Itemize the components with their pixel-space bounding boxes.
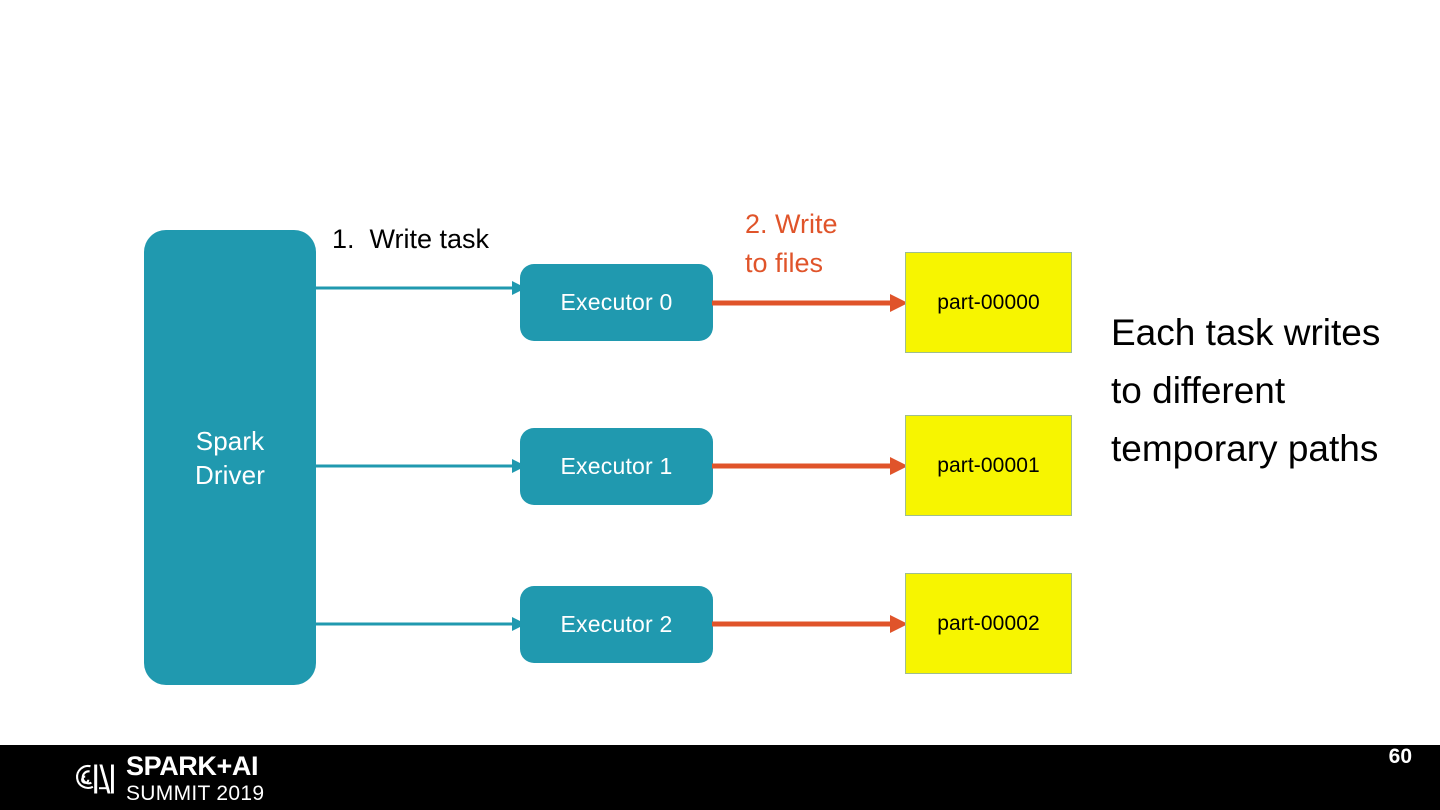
executor-box-0: Executor 0 <box>520 264 713 341</box>
arrow-executor-0-to-part-icon <box>712 294 908 312</box>
arrow-driver-to-executor-0-icon <box>316 281 526 295</box>
caption-text: Each task writes to different temporary … <box>1111 312 1381 469</box>
executor-label-0: Executor 0 <box>560 289 673 315</box>
logo-subtitle: SUMMIT 2019 <box>126 782 265 805</box>
arrow-driver-to-executor-2-icon <box>316 617 526 631</box>
part-file-label-0: part-00000 <box>937 290 1040 314</box>
logo-title: SPARK+AI <box>126 751 259 781</box>
spark-summit-logo-icon <box>76 764 114 793</box>
logo-text-block: SPARK+AI SUMMIT 2019 <box>126 751 265 805</box>
arrow-executor-1-to-part-icon <box>712 457 908 475</box>
part-file-label-1: part-00001 <box>937 453 1040 477</box>
step-1-label: 1. Write task <box>332 224 490 254</box>
step-2-label: 2. Write to files <box>745 209 838 278</box>
spark-driver-label: Spark Driver <box>195 425 265 490</box>
part-file-box-2: part-00002 <box>905 573 1072 674</box>
executor-box-2: Executor 2 <box>520 586 713 663</box>
arrow-executor-2-to-part-icon <box>712 615 908 633</box>
part-file-label-2: part-00002 <box>937 611 1040 635</box>
part-file-box-1: part-00001 <box>905 415 1072 516</box>
spark-driver-box: Spark Driver <box>144 230 316 685</box>
brand-logo: SPARK+AI SUMMIT 2019 <box>70 753 264 804</box>
part-file-box-0: part-00000 <box>905 252 1072 353</box>
page-number: 60 <box>1388 745 1412 768</box>
footer-bar <box>0 745 1440 810</box>
executor-box-1: Executor 1 <box>520 428 713 505</box>
arrow-driver-to-executor-1-icon <box>316 459 526 473</box>
executor-label-1: Executor 1 <box>560 453 673 479</box>
executor-label-2: Executor 2 <box>560 611 673 637</box>
